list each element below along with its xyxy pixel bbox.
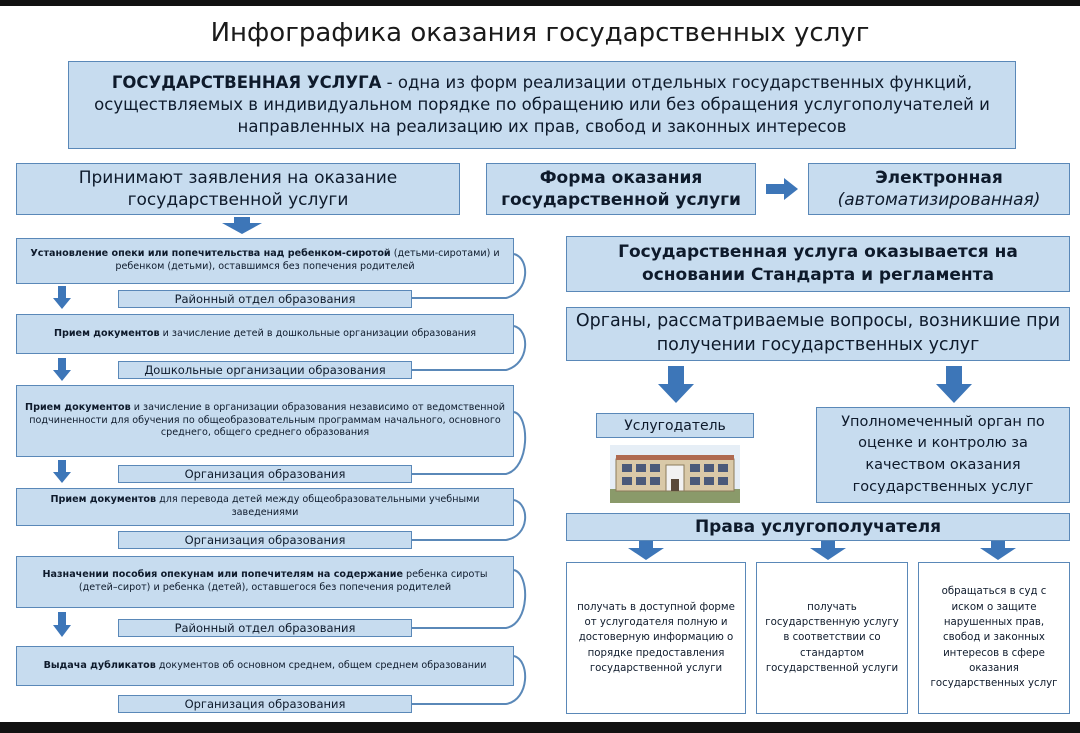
service-4-office: Организация образования (118, 531, 412, 549)
definition-box: ГОСУДАРСТВЕННАЯ УСЛУГА - одна из форм ре… (68, 61, 1016, 149)
service-3-text: и зачисление в организации образования н… (29, 401, 505, 439)
service-4-text: для перевода детей между общеобразовател… (156, 494, 480, 518)
arrow-down-icon (980, 541, 1016, 560)
top-border (0, 0, 1080, 6)
service-2-office: Дошкольные организации образования (118, 361, 412, 379)
arrow-down-icon (628, 541, 664, 560)
arrow-down-icon (936, 366, 972, 403)
arrow-down-icon (53, 612, 71, 637)
service-3-office: Организация образования (118, 465, 412, 483)
service-6-text: документов об основном среднем, общем ср… (155, 659, 487, 671)
service-item-2: Прием документов и зачисление детей в до… (16, 314, 514, 354)
arrow-down-icon (53, 286, 71, 309)
service-4-bold: Прием документов (50, 494, 157, 506)
service-item-1: Установление опеки или попечительства на… (16, 238, 514, 284)
service-6-office: Организация образования (118, 695, 412, 713)
bottom-border (0, 722, 1080, 733)
left-header: Принимают заявления на оказание государс… (16, 163, 460, 215)
service-item-4: Прием документов для перевода детей межд… (16, 488, 514, 526)
service-5-text: ребенка сироты (детей–сирот) и ребенка (… (78, 569, 488, 593)
service-1-office: Районный отдел образования (118, 290, 412, 308)
standard-box: Государственная услуга оказывается на ос… (566, 236, 1070, 292)
arrow-right-icon (766, 178, 798, 200)
right-item-3: обращаться в суд с иском о защите наруше… (918, 562, 1070, 714)
form-header: Форма оказания государственной услуги (486, 163, 756, 215)
service-2-text: и зачисление детей в дошкольные организа… (159, 327, 477, 339)
arrow-down-icon (53, 460, 71, 483)
service-5-bold: Назначении пособия опекунам или попечите… (42, 569, 403, 581)
school-building-icon (610, 445, 740, 503)
service-3-bold: Прием документов (25, 401, 131, 413)
authorized-organ-box: Уполномеченный орган по оценке и контрол… (816, 407, 1070, 503)
service-1-text: (детьми-сиротами) и ребенком (детьми), о… (115, 248, 500, 272)
definition-term: ГОСУДАРСТВЕННАЯ УСЛУГА (111, 73, 382, 93)
definition-text: - одна из форм реализации отдельных госу… (94, 73, 990, 136)
service-5-office: Районный отдел образования (118, 619, 412, 637)
service-item-3: Прием документов и зачисление в организа… (16, 385, 514, 457)
right-item-2: получать государственную услугу в соотве… (756, 562, 908, 714)
service-1-bold: Установление опеки или попечительства на… (30, 248, 391, 260)
electronic-subtitle: (автоматизированная) (837, 190, 1041, 210)
rights-header: Права услугополучателя (566, 513, 1070, 541)
service-item-5: Назначении пособия опекунам или попечите… (16, 556, 514, 608)
arrow-down-icon (53, 358, 71, 381)
arrow-down-icon (810, 541, 846, 560)
page-title: Инфографика оказания государственных усл… (210, 18, 870, 48)
organs-box: Органы, рассматриваемые вопросы, возникш… (566, 307, 1070, 361)
arrow-down-icon (658, 366, 694, 403)
provider-box: Услугодатель (596, 413, 754, 438)
arrow-down-icon (222, 217, 262, 234)
electronic-title: Электронная (875, 167, 1003, 188)
service-2-bold: Прием документов (53, 327, 160, 339)
electronic-form-box: Электронная (автоматизированная) (808, 163, 1070, 215)
service-6-bold: Выдача дубликатов (43, 659, 156, 671)
service-item-6: Выдача дубликатов документов об основном… (16, 646, 514, 686)
right-item-1: получать в доступной форме от услугодате… (566, 562, 746, 714)
